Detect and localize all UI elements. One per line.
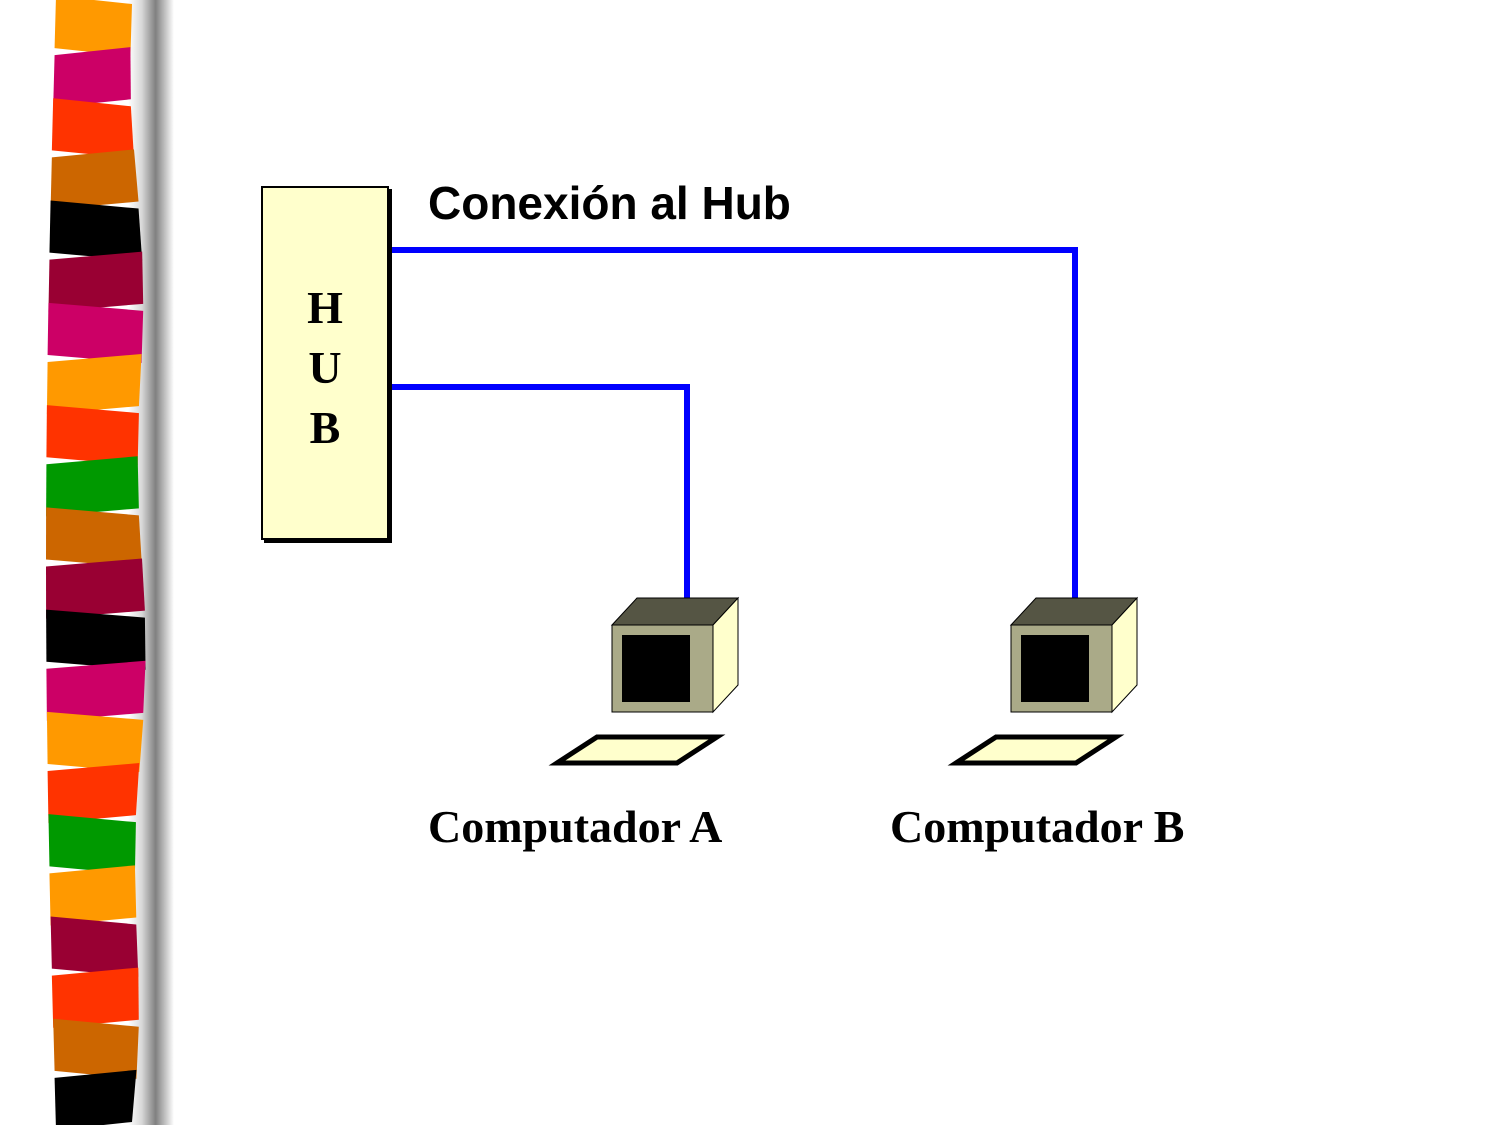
monitor-screen [622, 635, 690, 702]
border-stripe [47, 302, 144, 363]
computer-a-label: Computador A [428, 801, 723, 852]
border-stripe [53, 47, 131, 108]
computer-b-icon [947, 596, 1139, 766]
computer-a-icon [548, 596, 740, 766]
hub-letter-b: B [309, 402, 341, 453]
monitor-screen [1021, 635, 1089, 702]
computer-b-label: Computador B [890, 801, 1185, 852]
cable-to-computer-a [386, 384, 690, 603]
border-stripe [46, 711, 144, 773]
border-stripe [50, 916, 139, 977]
border-stripe [49, 200, 143, 261]
border-stripe [54, 1069, 137, 1125]
keyboard [947, 734, 1125, 766]
border-stripe [48, 814, 136, 875]
border-stripe [46, 353, 142, 415]
keyboard [548, 734, 726, 766]
decorative-striped-border [46, 0, 174, 1125]
border-stripe [46, 456, 139, 517]
border-stripe [53, 1018, 139, 1079]
border-stripe [50, 149, 139, 210]
hub-letter-u: U [308, 342, 342, 393]
border-stripe [51, 967, 139, 1028]
diagram-title: Conexión al Hub [428, 177, 791, 229]
border-stripe [46, 609, 146, 670]
border-stripe [49, 865, 137, 926]
hub-box: H U B [261, 186, 389, 540]
border-stripe [48, 251, 144, 312]
cable-to-computer-b [386, 247, 1078, 603]
border-stripe [46, 558, 145, 619]
border-stripe [46, 405, 139, 466]
border-stripe [46, 660, 146, 721]
border-stripe [47, 763, 140, 824]
border-stripe [51, 98, 134, 159]
border-stripe [54, 0, 132, 57]
hub-letter-h: H [307, 282, 343, 333]
border-stripe [46, 507, 142, 568]
